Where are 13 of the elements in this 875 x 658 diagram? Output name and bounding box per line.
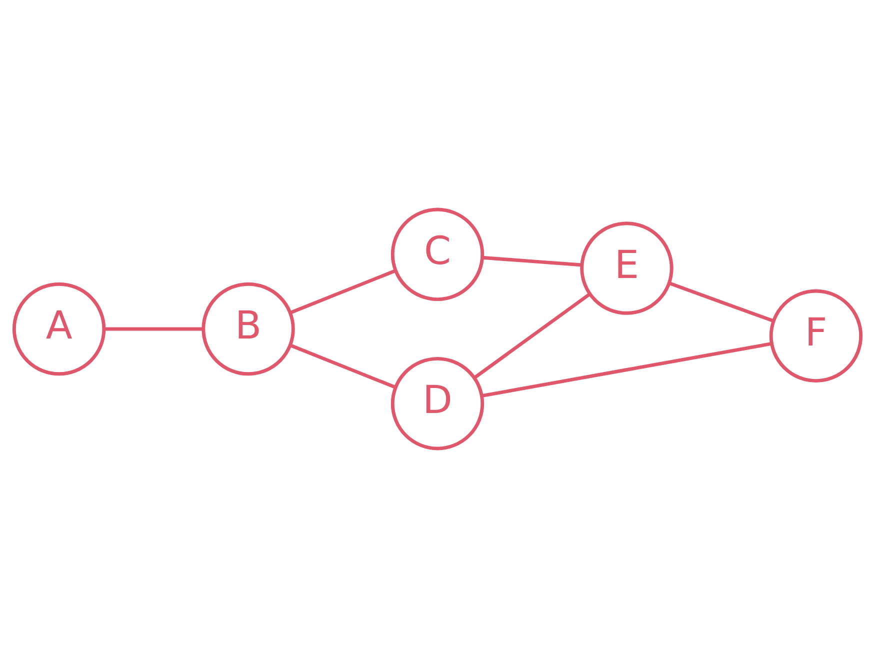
connector <box>482 342 772 398</box>
node-circle: D <box>390 356 484 450</box>
connector <box>290 344 396 389</box>
node-circle: A <box>12 282 106 376</box>
connector <box>473 292 590 380</box>
node-circle: E <box>580 222 674 315</box>
connector <box>290 269 396 314</box>
node-circle: C <box>390 208 484 302</box>
node-circle: B <box>202 282 295 376</box>
connector <box>668 282 774 323</box>
connector <box>104 327 203 331</box>
connector <box>482 256 582 267</box>
node-circle: F <box>769 289 863 383</box>
